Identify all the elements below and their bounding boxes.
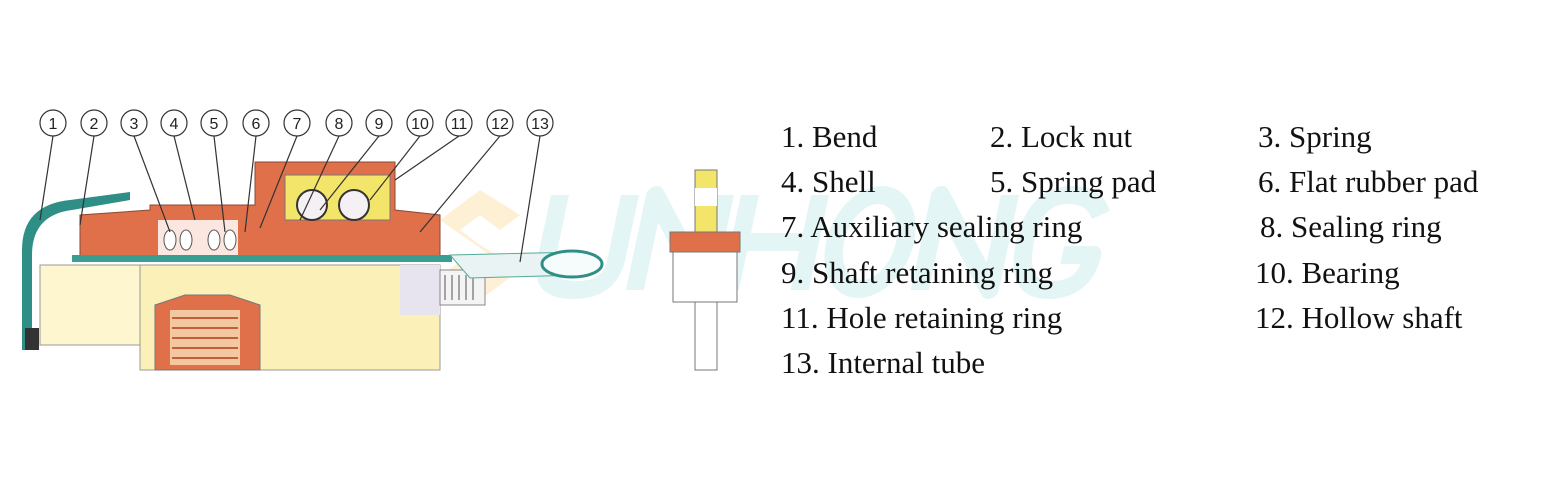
callout-circle [365, 109, 393, 137]
callout-number: 2 [90, 116, 99, 133]
legend-item: 6. Flat rubber pad [1258, 164, 1479, 199]
leader-line [173, 135, 196, 221]
legend-item: 12. Hollow shaft [1255, 300, 1463, 335]
callout-circle [39, 109, 67, 137]
legend-item: 8. Sealing ring [1260, 209, 1442, 244]
callout-number: 11 [451, 116, 468, 133]
callout-circle [160, 109, 188, 137]
leader-line [244, 135, 257, 233]
leader-line [39, 135, 54, 221]
legend-item: 1. Bend [781, 119, 878, 154]
callout-number: 13 [531, 116, 549, 133]
callout-number: 3 [130, 116, 139, 133]
callout-circle [283, 109, 311, 137]
callout-number: 7 [293, 116, 302, 133]
legend-item: 3. Spring [1258, 119, 1372, 154]
leader-line [419, 135, 501, 233]
legend-item: 4. Shell [781, 164, 876, 199]
callout-number: 8 [335, 116, 344, 133]
legend-item: 11. Hole retaining ring [781, 300, 1063, 335]
callout-number: 1 [49, 116, 58, 133]
callout-circle [325, 109, 353, 137]
legend-item: 5. Spring pad [990, 164, 1157, 199]
leader-line [259, 135, 298, 229]
callout-circle [445, 109, 473, 137]
legend-item: 7. Auxiliary sealing ring [781, 209, 1083, 244]
leader-line [299, 135, 340, 221]
legend-item: 2. Lock nut [990, 119, 1133, 154]
leader-line [319, 135, 380, 211]
callout-circle [486, 109, 514, 137]
legend-item: 10. Bearing [1255, 255, 1400, 290]
legend-item: 13. Internal tube [781, 345, 986, 380]
leader-line [369, 135, 421, 201]
leader-line [79, 135, 95, 226]
callout-number: 6 [252, 116, 261, 133]
callout-circle [526, 109, 554, 137]
callout-circle [242, 109, 270, 137]
leader-line [213, 135, 226, 233]
callout-circle [406, 109, 434, 137]
leader-line [394, 135, 460, 181]
callout-number: 12 [491, 116, 509, 133]
hollow-shaft [72, 255, 452, 262]
leader-line [133, 135, 171, 233]
callout-circle [80, 109, 108, 137]
callout-number: 5 [210, 116, 219, 133]
callout-number: 4 [170, 116, 179, 133]
bearing-ball [296, 189, 328, 221]
legend-item: 9. Shaft retaining ring [781, 255, 1054, 290]
callout-number: 10 [411, 116, 429, 133]
callout-number: 9 [375, 116, 384, 133]
callout-circle [200, 109, 228, 137]
leader-line [519, 135, 541, 263]
callout-circle [120, 109, 148, 137]
bearing-ball [338, 189, 370, 221]
